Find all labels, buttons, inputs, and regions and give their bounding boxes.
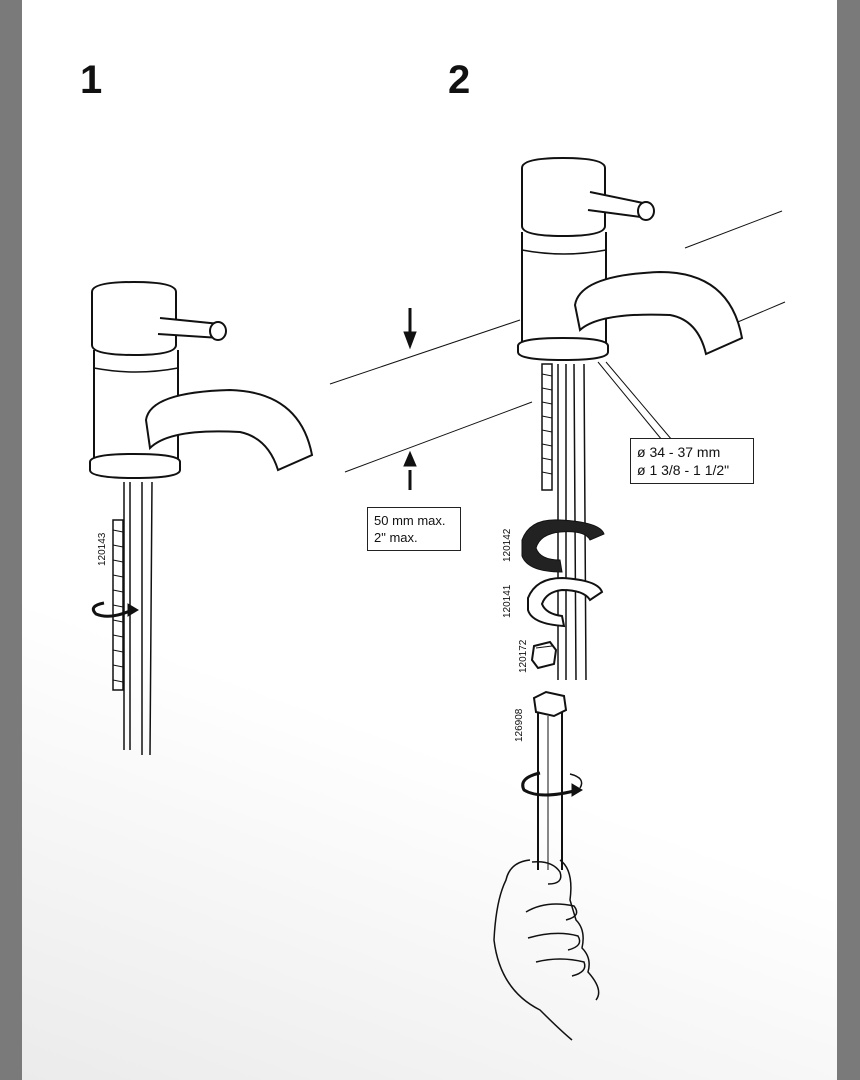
hole-diameter-label: ø 34 - 37 mm ø 1 3/8 - 1 1/2" bbox=[630, 438, 754, 484]
part-number-label: 126908 bbox=[514, 708, 525, 742]
step2-faucet bbox=[517, 156, 744, 681]
part-number-label: 120172 bbox=[518, 639, 529, 673]
clearance-label-imperial: 2" max. bbox=[374, 530, 418, 545]
step-1-number: 1 bbox=[80, 58, 103, 102]
step-2-number: 2 bbox=[448, 58, 471, 102]
part-number-label: 120141 bbox=[502, 584, 513, 618]
step2-parts bbox=[493, 519, 605, 1041]
part-number-label: 120143 bbox=[97, 532, 108, 566]
clearance-arrows bbox=[403, 308, 417, 490]
step1-faucet bbox=[89, 280, 314, 756]
part-number-label: 120142 bbox=[502, 528, 513, 562]
hole-diameter-metric: ø 34 - 37 mm bbox=[637, 444, 721, 460]
clearance-label: 50 mm max. 2" max. bbox=[367, 507, 461, 551]
hole-diameter-imperial: ø 1 3/8 - 1 1/2" bbox=[637, 462, 730, 478]
clearance-label-metric: 50 mm max. bbox=[374, 513, 446, 528]
